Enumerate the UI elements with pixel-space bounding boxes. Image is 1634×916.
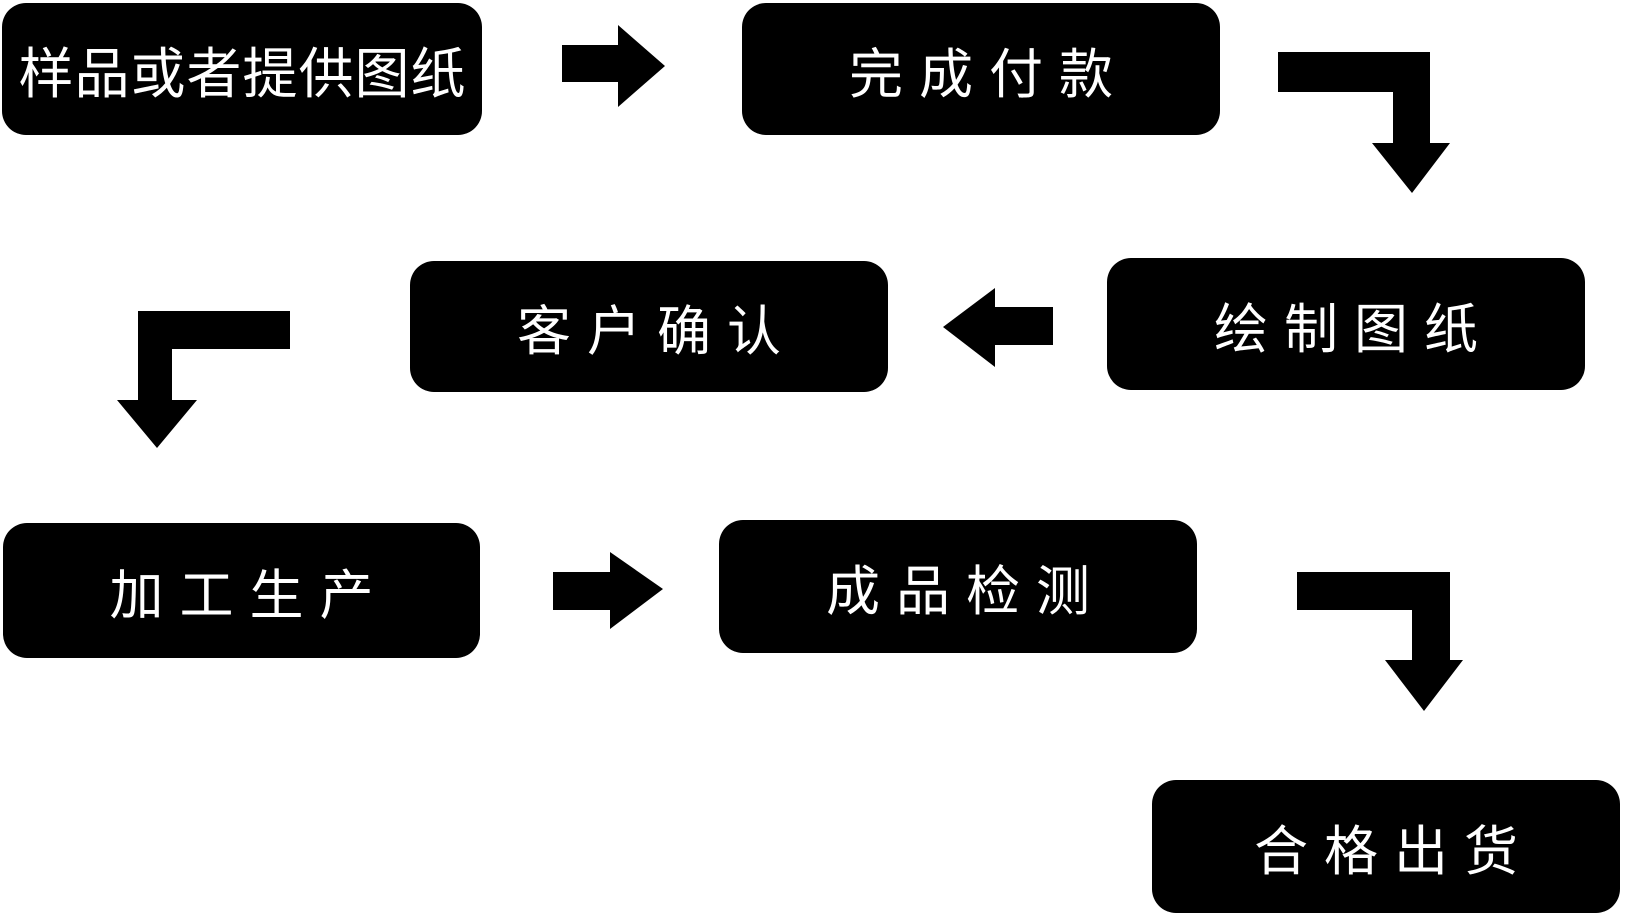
arrow-elbow-down-step2-to-step3-icon — [1278, 52, 1450, 193]
arrow-right-step1-to-step2-icon — [562, 25, 665, 107]
arrow-elbow-down-step6-to-step7-icon — [1297, 572, 1463, 711]
flow-node-draw-drawings: 绘制图纸 — [1107, 258, 1585, 390]
flow-node-finished-product-inspection: 成品检测 — [719, 520, 1197, 653]
flow-node-qualified-shipment: 合格出货 — [1152, 780, 1620, 913]
arrow-left-step3-to-step4-icon — [943, 288, 1053, 367]
arrow-elbow-down-step4-to-step5-icon — [117, 311, 290, 448]
arrow-right-step5-to-step6-icon — [553, 552, 663, 629]
flow-node-processing-production: 加工生产 — [3, 523, 480, 658]
flow-node-customer-confirmation: 客户确认 — [410, 261, 888, 392]
flow-node-sample-or-provide-drawings: 样品或者提供图纸 — [2, 3, 482, 135]
flow-node-complete-payment: 完成付款 — [742, 3, 1220, 135]
